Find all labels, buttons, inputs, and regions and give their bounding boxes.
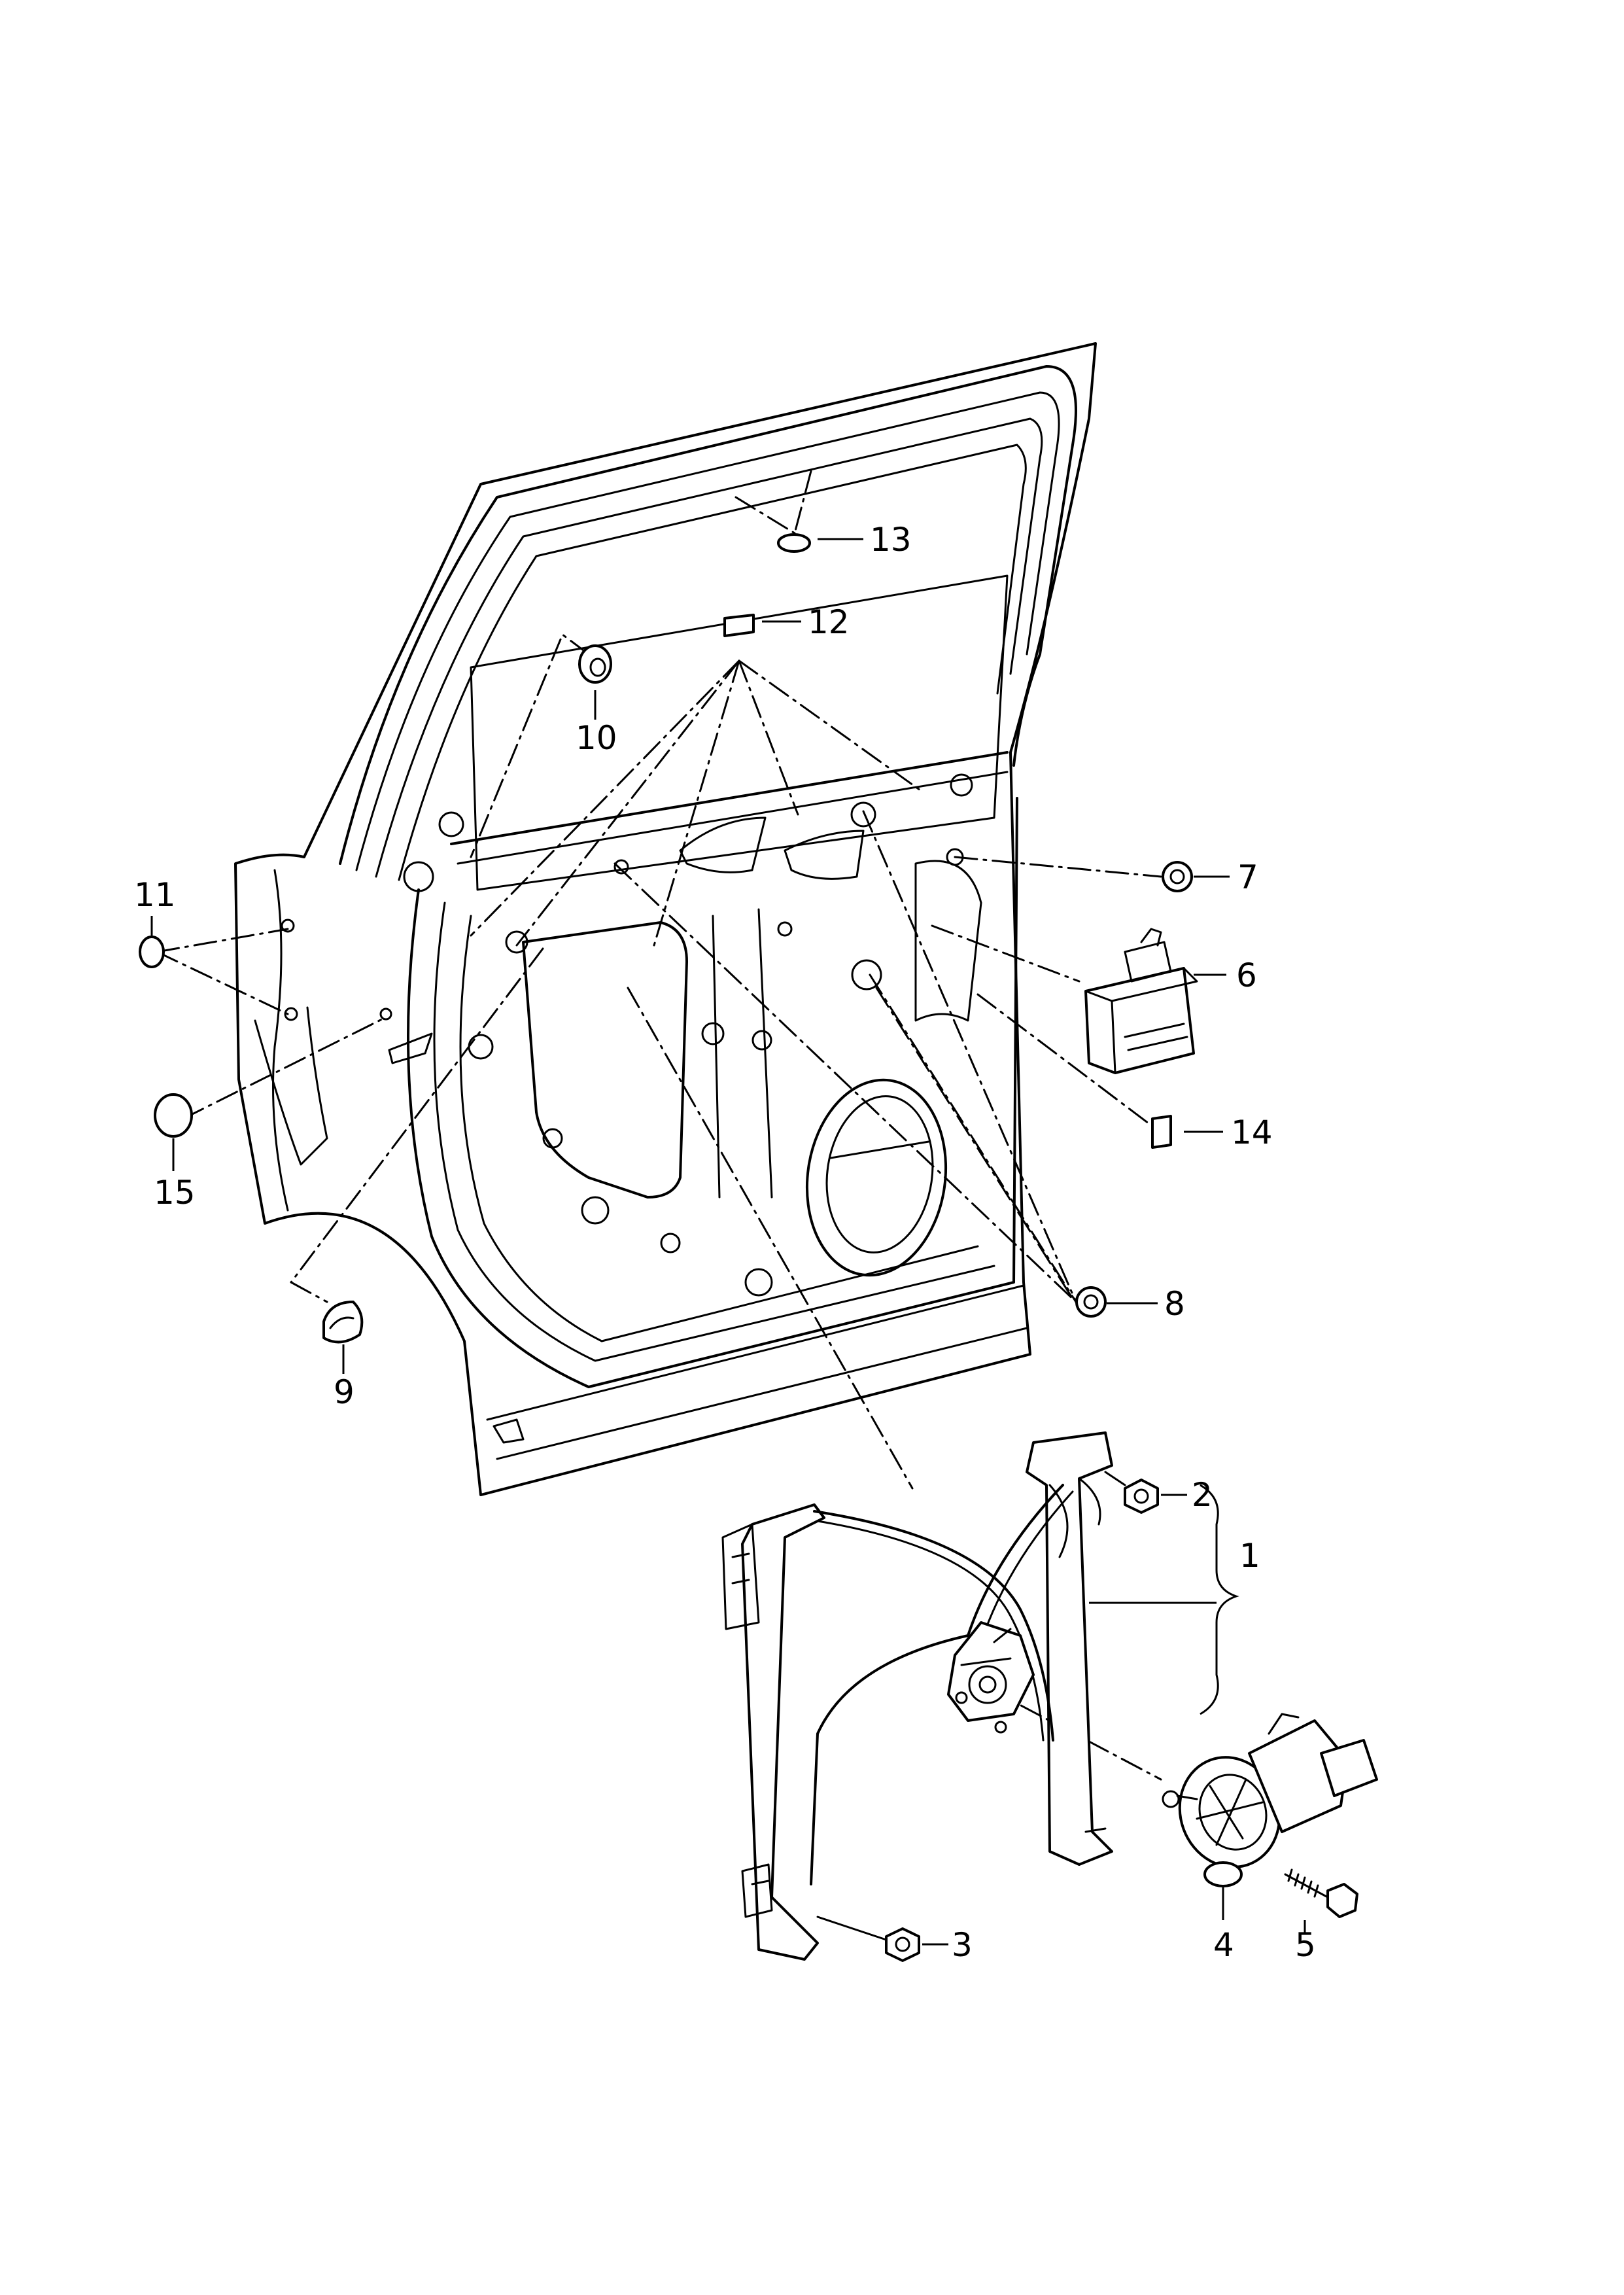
part-3-nut bbox=[816, 1916, 920, 1962]
part-9-plug bbox=[322, 1301, 364, 1344]
leader-lines bbox=[156, 470, 1162, 1781]
part-7-clip bbox=[1162, 861, 1193, 892]
callout-11: 11 bbox=[134, 876, 176, 914]
callout-13: 13 bbox=[870, 521, 912, 559]
part-12-pad bbox=[723, 614, 755, 637]
callout-6: 6 bbox=[1236, 956, 1257, 994]
callout-12: 12 bbox=[808, 603, 850, 641]
part-4-motor bbox=[1162, 1713, 1378, 1887]
callout-4: 4 bbox=[1213, 1926, 1234, 1964]
window-regulator bbox=[721, 1431, 1239, 1962]
callout-10: 10 bbox=[576, 719, 617, 757]
door-inner-panel bbox=[234, 342, 1097, 1496]
callout-5: 5 bbox=[1295, 1926, 1316, 1964]
callout-8: 8 bbox=[1164, 1285, 1185, 1323]
callout-15: 15 bbox=[154, 1174, 196, 1212]
callout-9: 9 bbox=[334, 1373, 354, 1411]
small-parts bbox=[139, 533, 1198, 1344]
part-8-clip bbox=[1075, 1286, 1107, 1318]
callout-14: 14 bbox=[1231, 1113, 1273, 1151]
part-10-plug bbox=[578, 644, 612, 684]
part-15-plug bbox=[154, 1093, 193, 1138]
callout-7: 7 bbox=[1237, 858, 1258, 896]
callout-labels: 1 2 3 4 5 6 7 8 9 10 11 12 13 14 15 bbox=[134, 521, 1316, 1964]
callout-2: 2 bbox=[1192, 1476, 1213, 1514]
part-5-screw bbox=[1284, 1868, 1358, 1918]
part-6-control-unit bbox=[1084, 928, 1198, 1074]
part-14-pad bbox=[1151, 1115, 1172, 1149]
callout-leaders bbox=[150, 538, 1306, 1946]
part-2-nut bbox=[1104, 1471, 1159, 1514]
callout-3: 3 bbox=[952, 1926, 973, 1964]
part-13-plug bbox=[777, 533, 811, 553]
part-11-plug bbox=[139, 936, 165, 968]
callout-1: 1 bbox=[1239, 1537, 1260, 1575]
